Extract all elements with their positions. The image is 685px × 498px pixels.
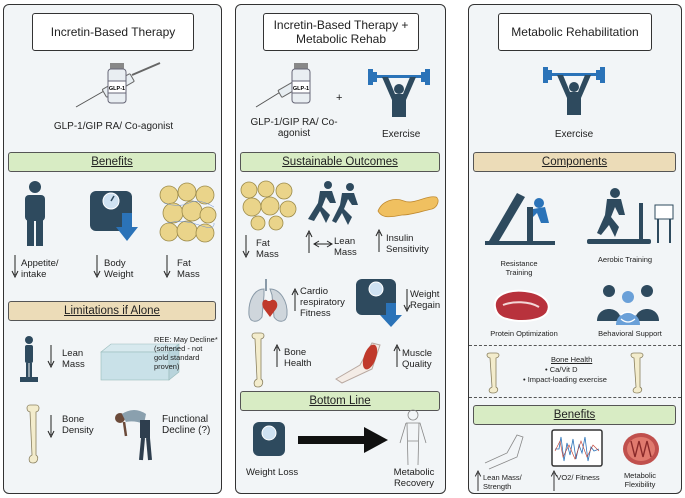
fat-mass-label: Fat Mass (177, 258, 200, 280)
metabolic-recovery-label: Metabolic Recovery (393, 467, 435, 489)
components-header: Components (473, 152, 676, 172)
steak-icon (493, 289, 550, 322)
vial-syringe-icon: GLP-1 (255, 63, 311, 108)
muscle-quality-label: Muscle Quality (402, 348, 433, 370)
weight-regain-label: Weight Regain (410, 289, 441, 311)
functional-decline-label: Functional Decline (?) (162, 414, 211, 436)
left-title: Incretin-Based Therapy (32, 13, 194, 51)
weight-loss-label: Weight Loss (246, 467, 299, 478)
down-arrow-icon (47, 345, 55, 369)
person-on-scale-icon (20, 336, 38, 382)
vial-text: GLP-1 (293, 86, 309, 92)
up-arrow-icon (474, 469, 482, 491)
scale-icon (90, 191, 138, 241)
resistance-training-label: Resistance Training (500, 259, 538, 277)
left-panel: Incretin-Based Therapy GLP-1 GLP-1/GIP R… (3, 4, 222, 494)
bone-health-label: Bone Health (284, 347, 312, 369)
down-arrow-icon (163, 255, 171, 279)
ree-cube-icon (100, 343, 180, 381)
mitochondrion-icon (623, 433, 659, 465)
up-arrow-icon (305, 229, 313, 253)
outcomes-header: Sustainable Outcomes (240, 152, 440, 172)
arm-outline-icon (484, 434, 524, 470)
body-weight-label: Body Weight (104, 258, 134, 280)
fatigued-person-icon (115, 410, 152, 461)
lean-mass-label: Lean Mass (62, 348, 85, 370)
vo2-fitness-label: VO2/ Fitness (556, 473, 600, 482)
down-arrow-icon (93, 255, 101, 279)
ree-label: REE: May Decline* (softened - not gold s… (154, 335, 218, 371)
down-arrow-icon (403, 289, 411, 313)
middle-panel: Incretin-Based Therapy + Metabolic Rehab… (235, 4, 446, 494)
weightlifter-icon (543, 67, 605, 115)
middle-drug-label: GLP-1/GIP RA/ Co-agonist (250, 117, 338, 139)
treadmill-icon (587, 188, 674, 244)
mid-fat-mass-label: Fat Mass (256, 238, 279, 260)
behavioral-support-label: Behavioral Support (598, 329, 662, 338)
right-panel: Metabolic Rehabilitation Exercise Compon… (468, 4, 682, 494)
dashed-divider-top (469, 345, 681, 346)
right-benefits-header: Benefits (473, 405, 676, 425)
up-arrow-icon (273, 343, 281, 367)
left-drug-label: GLP-1/GIP RA/ Co-agonist (53, 121, 174, 132)
aerobic-training-label: Aerobic Training (597, 255, 653, 264)
fat-cells-icon (159, 182, 217, 243)
behavioral-support-icon (597, 285, 659, 325)
protein-optimization-label: Protein Optimization (490, 329, 558, 338)
bottom-line-header: Bottom Line (240, 391, 440, 411)
up-arrow-icon (375, 228, 383, 252)
bone-health-item: • Impact-loading exercise (523, 375, 607, 384)
right-exercise-label: Exercise (554, 129, 594, 140)
scale-icon (253, 422, 285, 456)
up-arrow-icon (291, 287, 299, 311)
bone-health-title: Bone Health (551, 355, 593, 364)
mid-lean-mass-label: Lean Mass (334, 236, 357, 258)
arm-muscle-icon (335, 342, 381, 384)
lean-mass-strength-label: Lean Mass/ Strength (483, 473, 522, 491)
up-arrow-icon (393, 343, 401, 367)
fat-cells-icon (240, 180, 297, 231)
bone-health-item-text: Ca/Vit D (549, 365, 578, 374)
middle-exercise-label: Exercise (382, 129, 421, 140)
appetite-label: Appetite/ intake (21, 258, 59, 280)
weightlifter-icon (368, 69, 430, 117)
plus-sign: + (336, 92, 343, 104)
vo2-monitor-icon (551, 429, 603, 467)
up-arrow-icon (550, 469, 558, 491)
insulin-sensitivity-label: Insulin Sensitivity (386, 233, 429, 255)
femur-bone-icon (251, 332, 265, 388)
femur-bone-icon (630, 352, 644, 394)
dashed-divider-bottom (469, 397, 681, 398)
vial-syringe-icon: GLP-1 (75, 62, 161, 108)
vial-text: GLP-1 (109, 86, 125, 92)
left-benefits-header: Benefits (8, 152, 216, 172)
middle-title: Incretin-Based Therapy + Metabolic Rehab (263, 13, 419, 51)
down-arrow-icon (47, 415, 55, 439)
double-arrow-icon (313, 240, 333, 248)
femur-bone-icon (486, 352, 500, 394)
bone-health-item: • Ca/Vit D (545, 365, 578, 374)
body-outline-icon (399, 409, 427, 466)
right-arrow-icon (298, 427, 388, 453)
leg-press-icon (485, 193, 555, 245)
person-icon (25, 181, 45, 246)
cardio-fitness-label: Cardio respiratory Fitness (300, 286, 345, 319)
bone-health-item-text: Impact-loading exercise (527, 375, 607, 384)
right-title: Metabolic Rehabilitation (498, 13, 652, 51)
bone-density-label: Bone Density (62, 414, 94, 436)
down-arrow-icon (11, 255, 19, 279)
pancreas-icon (377, 196, 439, 218)
femur-bone-icon (26, 404, 40, 464)
down-arrow-icon (242, 235, 250, 259)
scale-icon (356, 279, 402, 327)
runners-icon (308, 181, 358, 225)
limitations-header: Limitations if Alone (8, 301, 216, 321)
metabolic-flexibility-label: Metabolic Flexibility (623, 471, 657, 489)
lungs-heart-icon (248, 279, 288, 322)
